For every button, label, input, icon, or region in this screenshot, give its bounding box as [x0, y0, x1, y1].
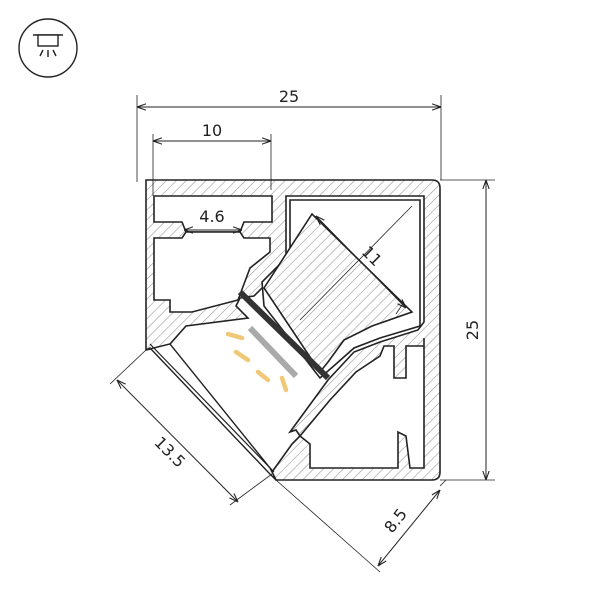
dim-overall-width-label: 25	[279, 87, 299, 106]
ceiling-spotlight-icon	[18, 18, 78, 78]
dim-diffuser-width-label: 13.5	[151, 433, 190, 472]
light-rays-icon	[225, 331, 289, 393]
led-strip	[237, 289, 331, 381]
dim-slot-gap-label: 4.6	[199, 207, 224, 226]
dim-overall-height-label: 25	[463, 320, 482, 340]
aluminum-profile-body	[145, 179, 441, 481]
dim-top-channel-label: 10	[202, 121, 222, 140]
dimension-lines	[117, 107, 486, 566]
